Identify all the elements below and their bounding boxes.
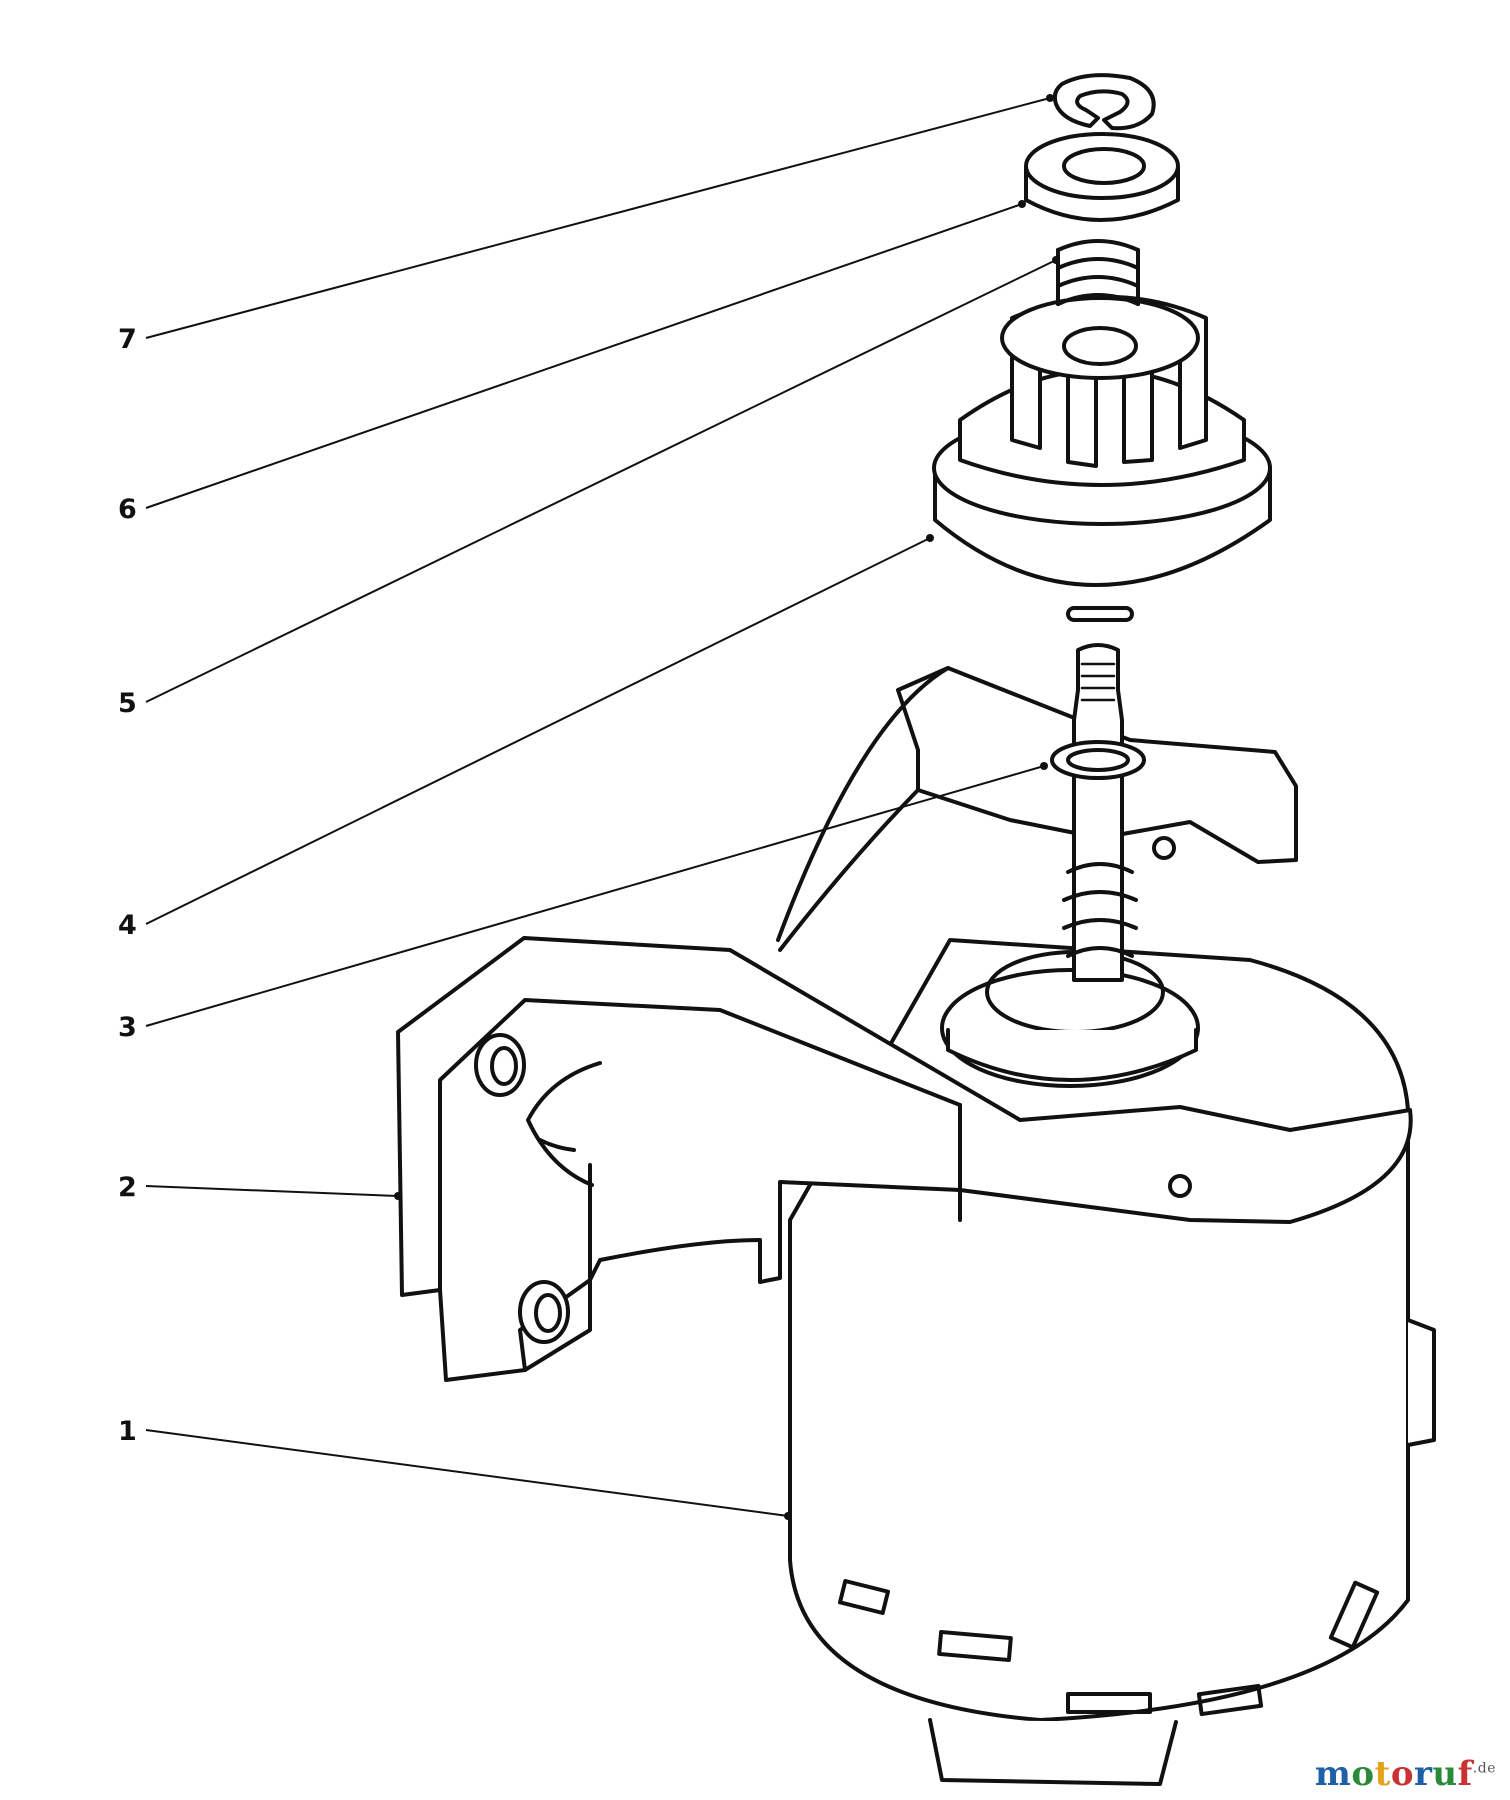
callout-5: 5 xyxy=(118,688,137,719)
drive-pinion-gear xyxy=(932,295,1272,622)
callout-2: 2 xyxy=(118,1172,137,1203)
watermark-suffix: .de xyxy=(1472,1760,1496,1777)
retaining-clip xyxy=(1052,73,1156,131)
watermark-letter: t xyxy=(1374,1754,1391,1794)
watermark-text: motoruf xyxy=(1315,1754,1473,1794)
callout-3: 3 xyxy=(118,1012,137,1043)
leader-lines xyxy=(145,94,1060,1520)
callout-4: 4 xyxy=(118,910,137,941)
watermark-letter: f xyxy=(1457,1754,1473,1794)
watermark-letter: o xyxy=(1390,1754,1414,1794)
spring-cup xyxy=(1024,132,1180,222)
drive-shaft xyxy=(1062,643,1138,982)
callout-labels: 7 6 5 4 3 2 1 xyxy=(118,324,137,1447)
callout-1: 1 xyxy=(118,1416,137,1447)
watermark-letter: r xyxy=(1414,1754,1433,1794)
callout-7: 7 xyxy=(118,324,137,355)
watermark-letter: u xyxy=(1432,1754,1458,1794)
watermark-logo: motoruf.de xyxy=(1315,1754,1496,1794)
watermark-letter: o xyxy=(1351,1754,1375,1794)
anti-drift-spring xyxy=(1056,239,1140,306)
watermark-letter: m xyxy=(1314,1754,1352,1794)
thrust-washer xyxy=(1050,740,1146,780)
callout-6: 6 xyxy=(118,494,137,525)
